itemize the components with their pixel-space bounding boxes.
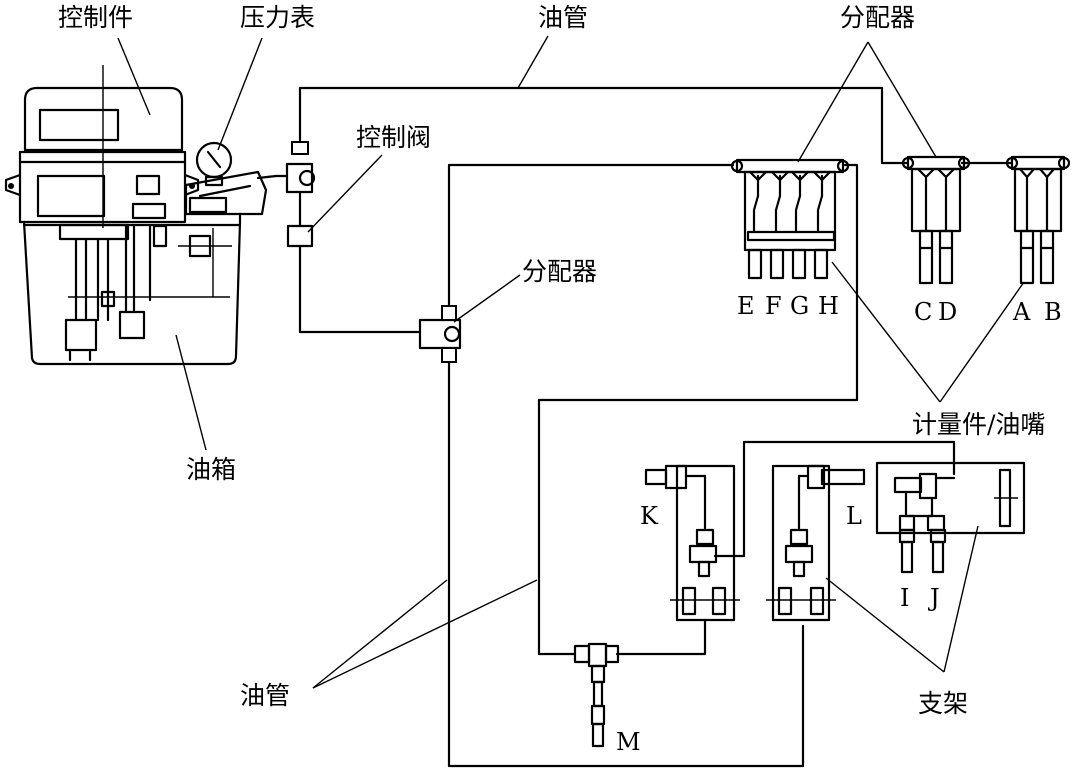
point-b-label: B (1044, 298, 1062, 326)
bracket-label: 支架 (918, 689, 968, 718)
tee-m (573, 642, 620, 748)
point-h-label: H (818, 292, 839, 320)
point-e-label: E (737, 292, 755, 320)
oil-pipe-bottom-label: 油管 (240, 681, 290, 710)
oil-pipe-top-label: 油管 (538, 3, 588, 32)
distributor-top-label: 分配器 (840, 3, 915, 32)
point-d-label: D (938, 298, 957, 326)
pressure-gauge (184, 141, 278, 224)
point-j-label: J (927, 584, 940, 612)
bracket-k (644, 464, 740, 622)
point-k-label: K (640, 502, 659, 530)
pressure-gauge-label: 压力表 (240, 3, 315, 32)
oil-pipe-network (274, 86, 1014, 768)
oil-tank-label: 油箱 (186, 455, 236, 484)
control-part-label: 控制件 (58, 3, 133, 32)
control-valve-label: 控制阀 (356, 123, 431, 152)
bracket-ij (875, 461, 1026, 574)
point-a-label: A (1012, 298, 1031, 326)
point-m-label: M (616, 728, 641, 756)
leader-lines (117, 35, 1025, 689)
distributor-cd (901, 155, 971, 285)
meter-nozzle-label: 计量件/油嘴 (912, 410, 1045, 439)
point-f-label: F (765, 292, 782, 320)
point-c-label: C (914, 298, 932, 326)
bracket-l (766, 464, 866, 622)
point-l-label: L (846, 502, 862, 530)
point-i-label: I (900, 584, 909, 612)
point-g-label: G (790, 292, 809, 320)
distributor-efgh (730, 158, 850, 280)
oil-tank-unit (4, 65, 242, 366)
distributor-ab (1005, 155, 1071, 285)
distributor-mid-label: 分配器 (522, 257, 597, 286)
